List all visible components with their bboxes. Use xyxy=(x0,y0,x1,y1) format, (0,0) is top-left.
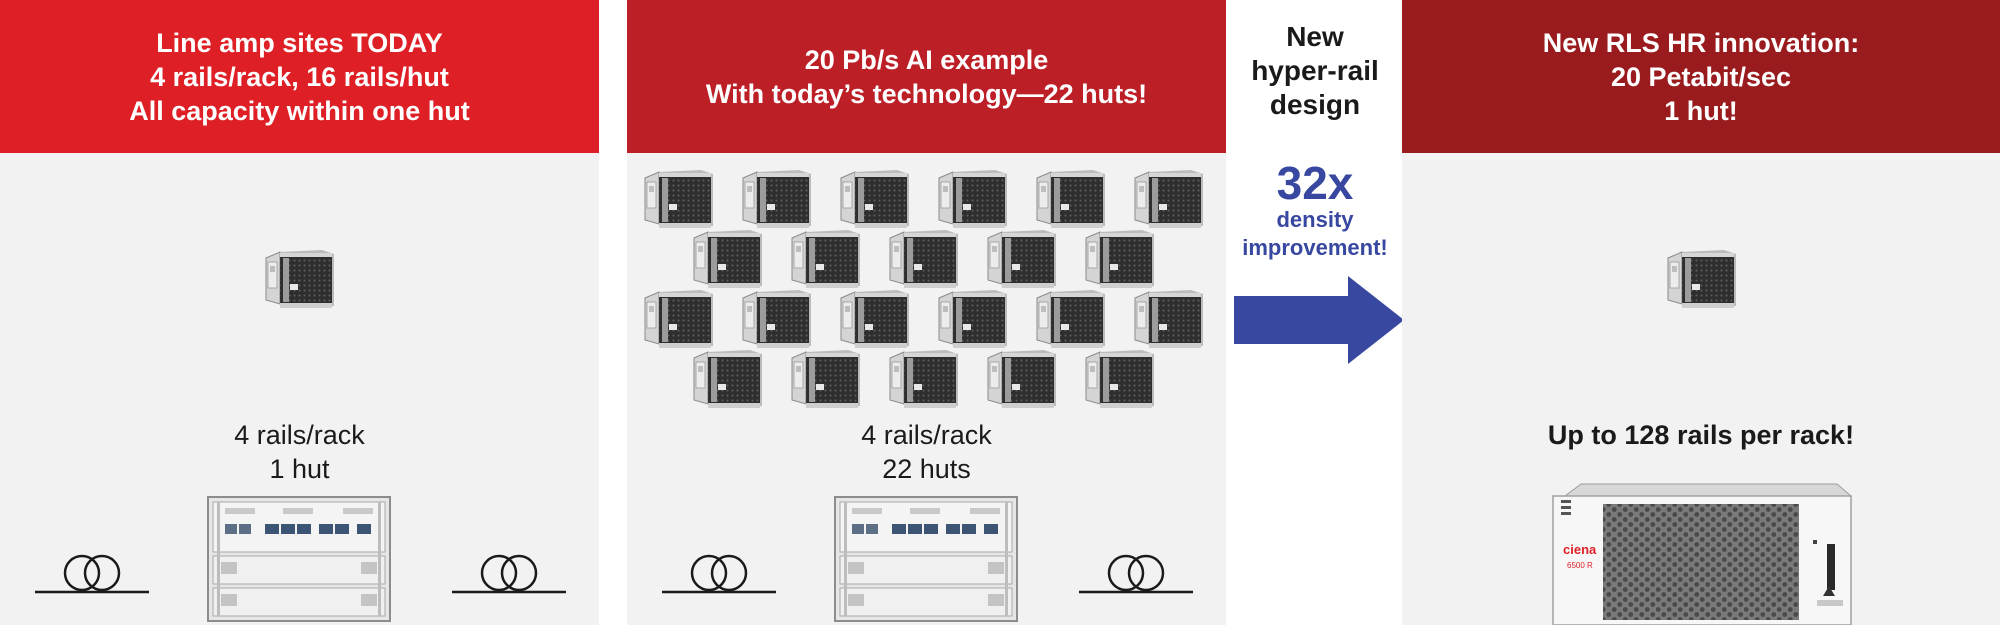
hut-icon xyxy=(1664,248,1738,310)
caption-line: 4 rails/rack xyxy=(861,420,992,450)
panel-caption: Up to 128 rails per rack! xyxy=(1402,418,2000,452)
hyper-rail-column: New hyper-rail design 32x density improv… xyxy=(1228,0,1404,625)
hut-icon xyxy=(1131,168,1205,230)
arrow-right-icon xyxy=(1234,276,1404,364)
hut-icon xyxy=(690,228,764,290)
caption-line: 4 rails/rack xyxy=(234,420,365,450)
title-line: New xyxy=(1286,21,1344,52)
header-line: 4 rails/rack, 16 rails/hut xyxy=(150,61,449,92)
line-amp-shelf xyxy=(207,496,391,622)
hut-icon xyxy=(984,228,1058,290)
line-amp-shelf xyxy=(834,496,1018,622)
rls-hr-chassis: ciena 6500 R xyxy=(1551,482,1853,625)
header-line: 20 Pb/s AI example xyxy=(804,44,1049,75)
hut-icon xyxy=(690,348,764,410)
hut-icon xyxy=(739,168,813,230)
hut-icon xyxy=(262,248,336,310)
caption-line: 1 hut xyxy=(269,454,330,484)
panel-header: New RLS HR innovation: 20 Petabit/sec 1 … xyxy=(1402,0,2000,153)
hut-icon xyxy=(788,348,862,410)
density-factor: 32x xyxy=(1276,157,1354,209)
density-subtitle: density improvement! xyxy=(1228,206,1402,262)
fiber-coil-icon xyxy=(450,552,568,596)
header-line: New RLS HR innovation: xyxy=(1542,27,1860,58)
header-line: Line amp sites TODAY xyxy=(156,27,443,58)
hut-icon xyxy=(935,288,1009,350)
panel-header: Line amp sites TODAY 4 rails/rack, 16 ra… xyxy=(0,0,599,153)
hut-icon xyxy=(641,168,715,230)
hut-icon xyxy=(886,348,960,410)
hut-icon xyxy=(1033,288,1107,350)
title-line: design xyxy=(1269,89,1361,120)
hut-icon xyxy=(984,348,1058,410)
panel-caption: 4 rails/rack 1 hut xyxy=(0,418,599,486)
caption-line: 22 huts xyxy=(882,454,971,484)
header-line: 20 Petabit/sec xyxy=(1610,61,1792,92)
subtitle-line: improvement! xyxy=(1242,235,1388,260)
panel-line-amp-today: Line amp sites TODAY 4 rails/rack, 16 ra… xyxy=(0,0,599,625)
chassis-model: 6500 R xyxy=(1567,561,1593,570)
hut-icon xyxy=(1082,228,1156,290)
hut-icon xyxy=(788,228,862,290)
header-line: All capacity within one hut xyxy=(129,95,470,126)
hut-icon xyxy=(837,288,911,350)
hut-icon xyxy=(1082,348,1156,410)
hut-icon xyxy=(641,288,715,350)
hut-icon xyxy=(1131,288,1205,350)
chassis-brand: ciena xyxy=(1563,542,1597,557)
subtitle-line: density xyxy=(1276,207,1354,232)
fiber-coil-icon xyxy=(660,552,778,596)
hyper-rail-title: New hyper-rail design xyxy=(1228,20,1402,122)
caption-line: Up to 128 rails per rack! xyxy=(1547,420,1855,450)
hut-icon xyxy=(837,168,911,230)
title-line: hyper-rail xyxy=(1251,55,1379,86)
panel-20pbs-example: 20 Pb/s AI example With today’s technolo… xyxy=(627,0,1226,625)
hut-icon xyxy=(1033,168,1107,230)
hut-icon xyxy=(886,228,960,290)
hut-icon xyxy=(935,168,1009,230)
fiber-coil-icon xyxy=(1077,552,1195,596)
panel-header: 20 Pb/s AI example With today’s technolo… xyxy=(627,0,1226,153)
hut-icon xyxy=(739,288,813,350)
header-line: 1 hut! xyxy=(1664,95,1738,126)
header-line: With today’s technology—22 huts! xyxy=(705,78,1148,109)
fiber-coil-icon xyxy=(33,552,151,596)
panel-caption: 4 rails/rack 22 huts xyxy=(627,418,1226,486)
